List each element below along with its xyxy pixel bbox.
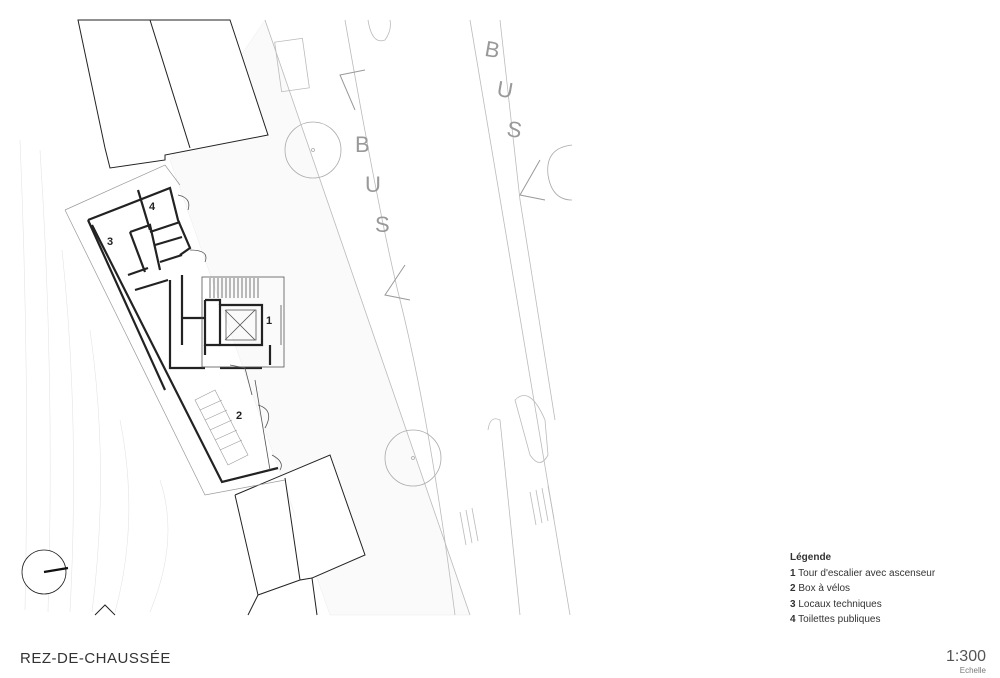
north-arrow-icon [21,549,69,595]
bus-marking-2: B U S [483,36,524,143]
legend: Légende 1 Tour d'escalier avec ascenseur… [790,550,935,628]
scale-value: 1:300 [945,648,986,665]
scale-caption: Echelle [959,666,986,675]
site-outline [64,164,286,496]
room-number-4: 4 [149,201,156,213]
svg-text:U: U [495,76,515,103]
legend-heading: Légende [790,552,832,563]
crosswalks [459,485,555,546]
svg-text:S: S [375,212,390,237]
svg-text:B: B [355,132,370,157]
room-number-2: 2 [236,410,242,422]
room-number-1: 1 [266,315,272,327]
legend-item: 1 Tour d'escalier avec ascenseur [790,567,936,579]
legend-item: 2 Box à vélos [790,583,851,594]
room-number-3: 3 [107,236,113,248]
svg-text:S: S [505,116,524,143]
bus-marking-1: B U S [355,132,390,237]
svg-text:U: U [365,172,381,197]
legend-item: 4 Toilettes publiques [790,614,881,625]
bike-racks [194,389,249,466]
existing-buildings [77,19,366,616]
contour-lines [19,139,169,613]
legend-item: 3 Locaux techniques [790,598,882,610]
trees [284,121,573,487]
road-lines [264,19,571,616]
svg-text:B: B [483,36,502,63]
stair-tower [201,276,285,396]
bus-chevrons [339,69,546,301]
doors [177,194,282,471]
building-walls [86,186,279,484]
drawing-title: REZ-DE-CHAUSSÉE [20,650,171,667]
